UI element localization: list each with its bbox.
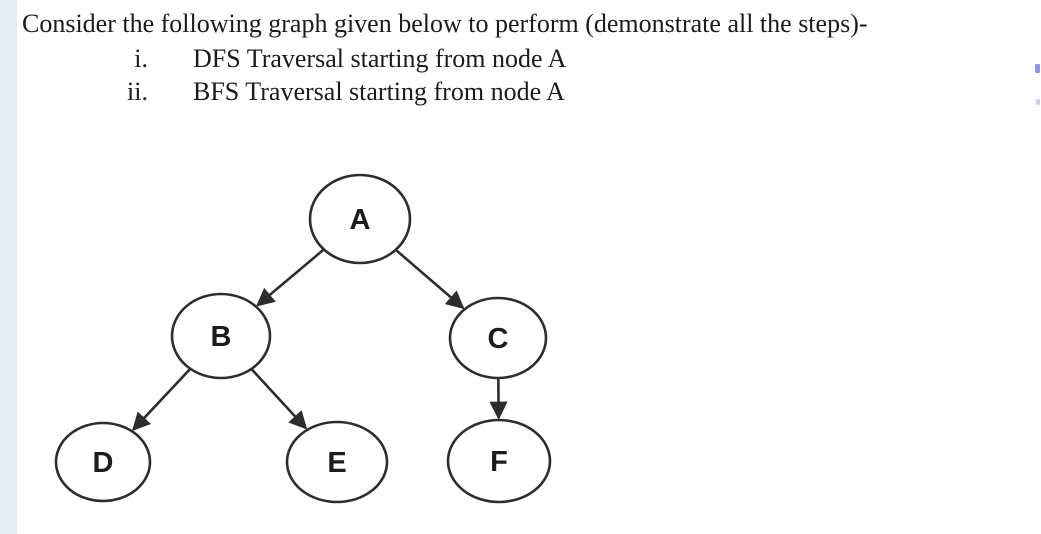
graph-node-B (170, 292, 272, 380)
graph-node-label-D: D (93, 447, 114, 479)
graph-node-label-B: B (211, 321, 232, 353)
question-item-number: i. (134, 44, 148, 73)
graph-node-C (448, 296, 548, 380)
question-item-bfs: ii. BFS Traversal starting from node A (0, 75, 1030, 108)
graph-node-label-F: F (490, 446, 508, 478)
graph-node-F (446, 418, 552, 504)
graph-node-A (308, 173, 412, 265)
graph-node-label-C: C (488, 323, 509, 355)
graph-edge-A-B (256, 248, 325, 307)
question-item-dfs: i. DFS Traversal starting from node A (0, 42, 1030, 75)
question-intro: Consider the following graph given below… (22, 9, 868, 38)
question-block: Consider the following graph given below… (0, 6, 1030, 108)
graph-edge-A-C (394, 248, 465, 310)
graph-node-E (285, 420, 389, 504)
question-item-number: ii. (127, 77, 148, 106)
graph-node-label-E: E (327, 447, 346, 479)
page-left-margin-strip (0, 0, 17, 534)
graph-edge-B-E (250, 368, 308, 430)
right-edge-artifact (1035, 64, 1040, 73)
graph-node-label-A: A (350, 204, 371, 236)
question-item-text: DFS Traversal starting from node A (193, 44, 567, 73)
question-item-text: BFS Traversal starting from node A (193, 77, 565, 106)
graph-node-D (54, 421, 152, 503)
right-edge-artifact (1036, 99, 1040, 105)
graph-edge-B-D (131, 367, 192, 432)
